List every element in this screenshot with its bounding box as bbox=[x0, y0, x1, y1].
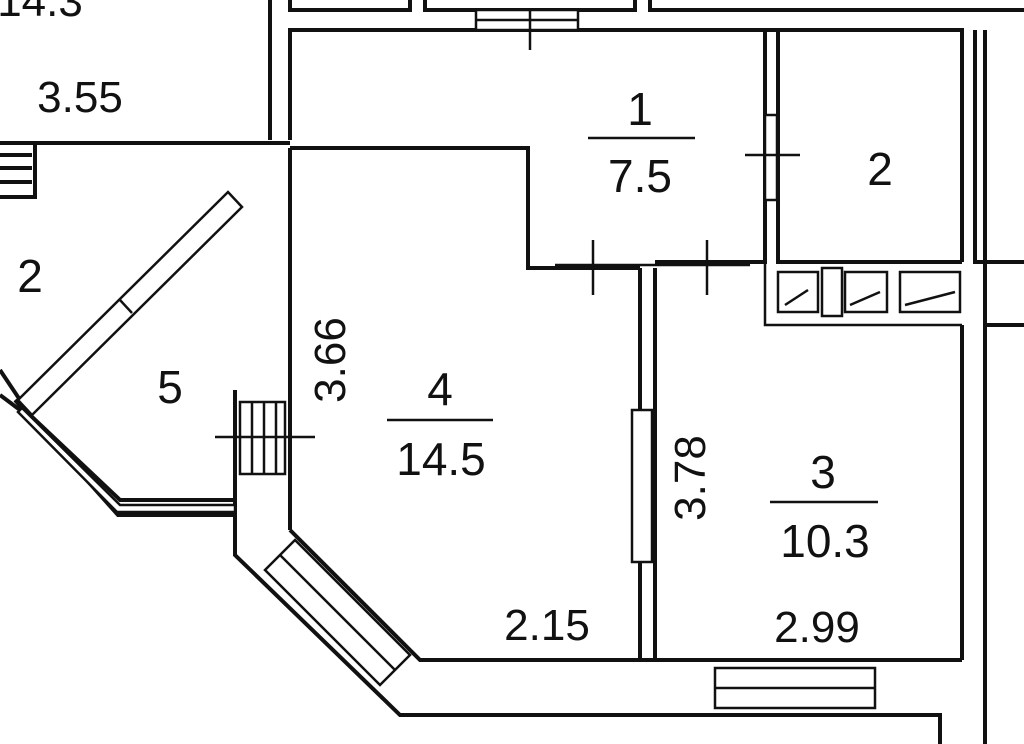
room-1-number: 1 bbox=[627, 83, 653, 135]
room-1-area: 7.5 bbox=[608, 150, 672, 202]
room-4-number: 4 bbox=[427, 363, 453, 415]
dim-room3-height: 3.78 bbox=[666, 435, 715, 521]
dim-room4-width: 2.15 bbox=[504, 601, 590, 650]
dimension-labels: 14.3 3.55 3.66 2.15 3.78 2.99 bbox=[0, 0, 860, 652]
room-4-area: 14.5 bbox=[396, 433, 486, 485]
door-room3 bbox=[630, 408, 654, 564]
loggia bbox=[0, 190, 244, 517]
dim-top-left-width: 3.55 bbox=[37, 73, 123, 122]
door-room2 bbox=[763, 113, 779, 202]
room-labels: 1 7.5 2 3 10.3 4 14.5 5 2 bbox=[17, 83, 893, 567]
dim-room3-width: 2.99 bbox=[774, 603, 860, 652]
windows bbox=[215, 8, 877, 710]
room-2-number: 2 bbox=[867, 143, 893, 195]
room-5-number: 5 bbox=[157, 361, 183, 413]
room-3-number: 3 bbox=[810, 446, 836, 498]
room-3-area: 10.3 bbox=[780, 515, 870, 567]
room-2-left-number: 2 bbox=[17, 250, 43, 302]
dim-top-left-partial: 14.3 bbox=[0, 0, 83, 26]
dim-room4-height: 3.66 bbox=[306, 317, 355, 403]
